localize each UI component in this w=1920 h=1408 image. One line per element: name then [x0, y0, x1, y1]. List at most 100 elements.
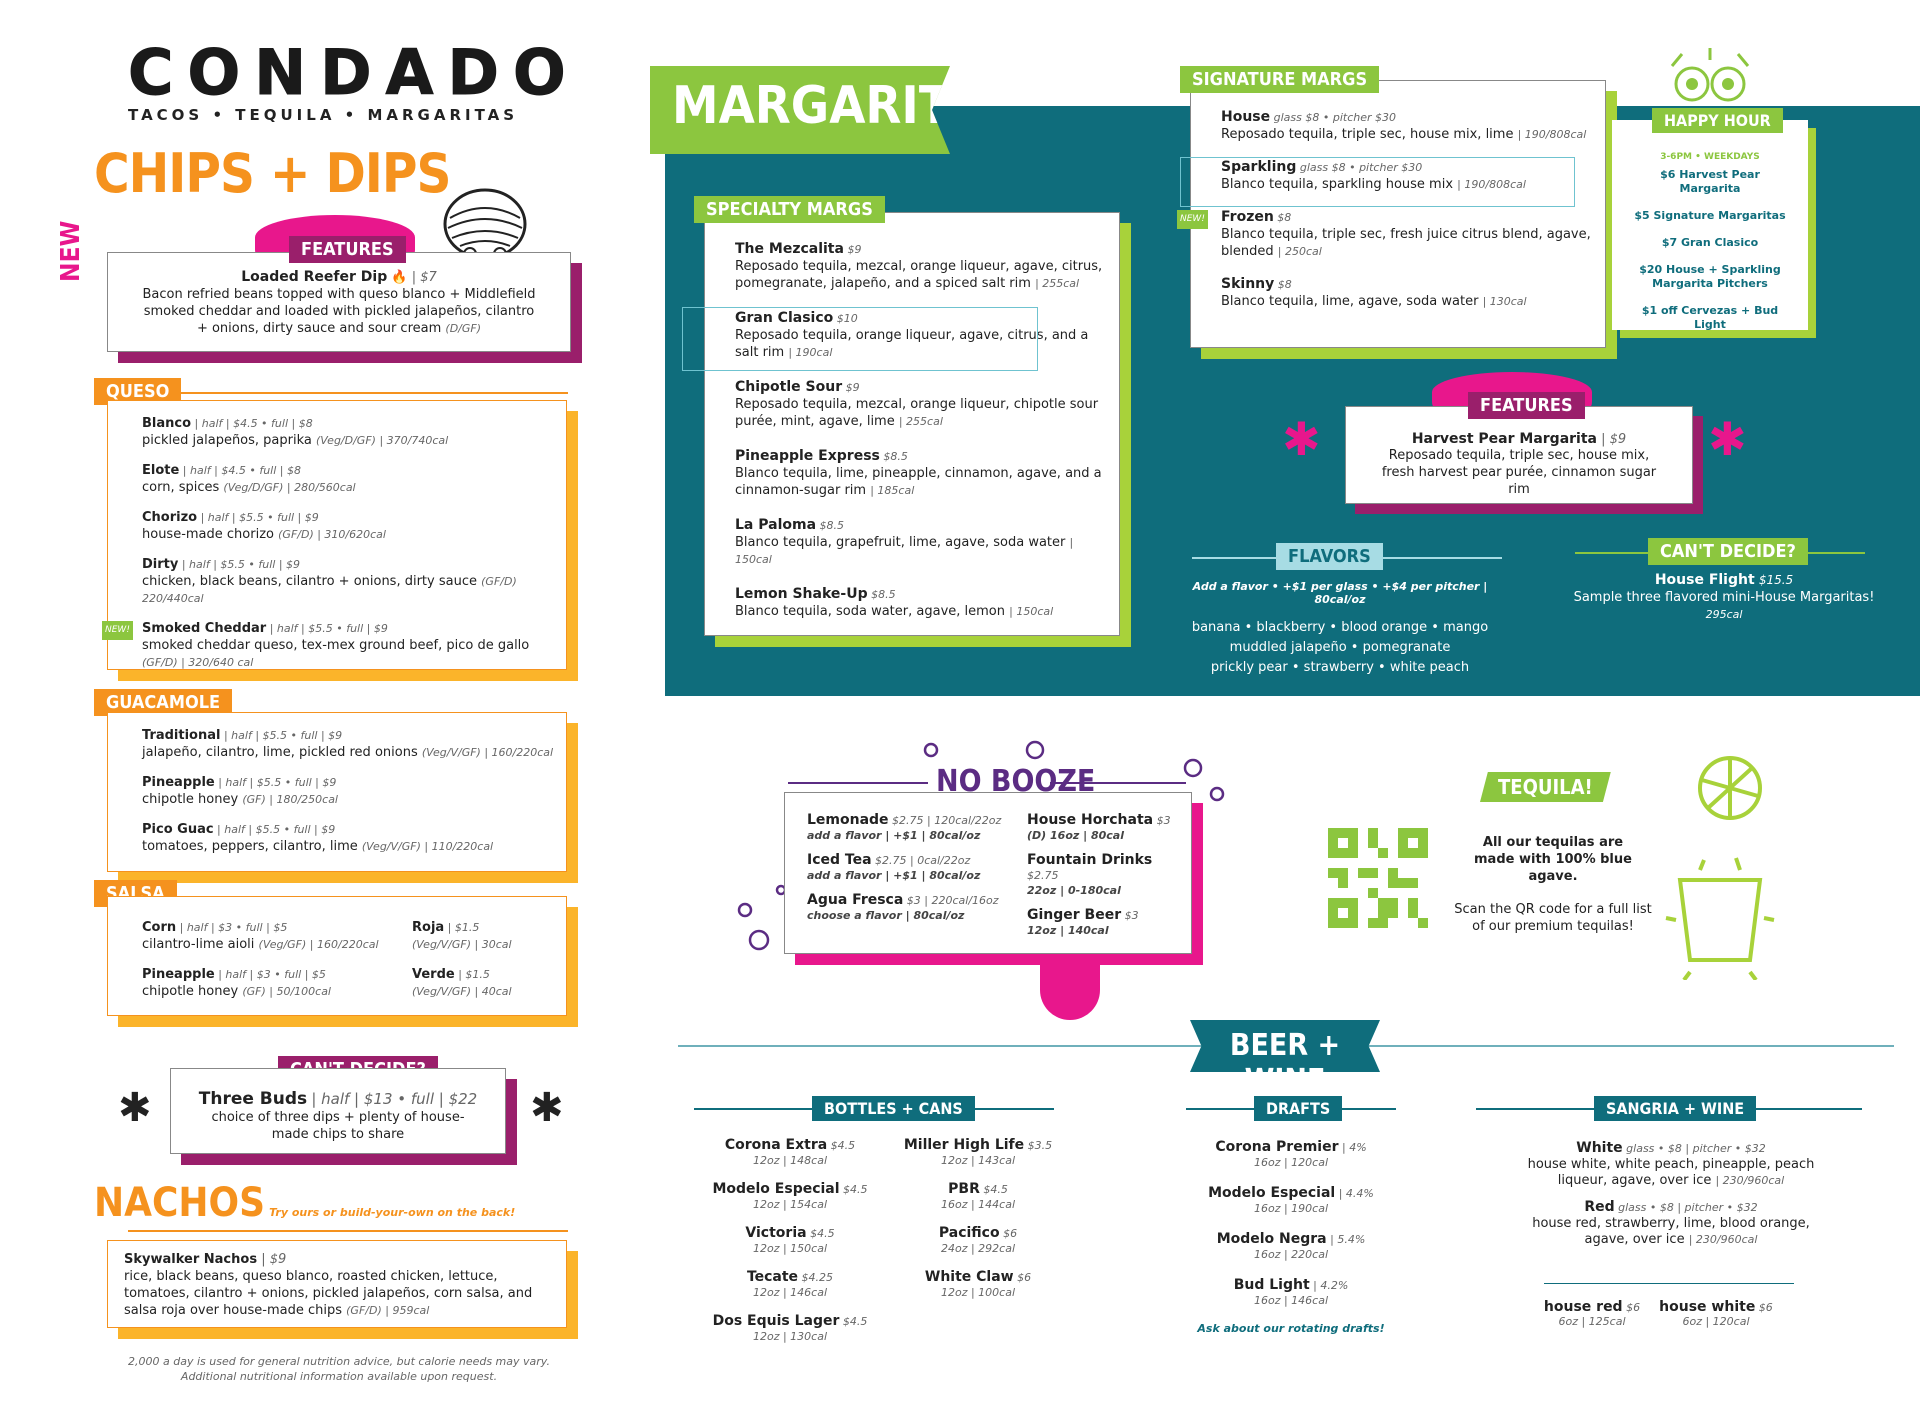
no-booze-price: $2.75 | 0cal/22oz	[871, 854, 971, 867]
queso-divider	[128, 392, 568, 394]
beer-name: Modelo Especial	[1208, 1185, 1336, 1201]
beer-sub: 12oz | 100cal	[940, 1286, 1016, 1299]
marg-price: glass $8 • pitcher $30	[1270, 111, 1397, 124]
marg-name: La Paloma	[735, 517, 817, 533]
salsa-side-item: Roja | $1.5(Veg/V/GF) | 30cal	[412, 919, 552, 953]
marg-name: Sparkling	[1221, 159, 1297, 175]
beer-sub: 16oz | 220cal	[1253, 1248, 1329, 1261]
wine-price: $6	[1755, 1301, 1773, 1314]
marg-price: $10	[833, 312, 858, 325]
dip-desc: chipotle honey	[142, 792, 243, 807]
signature-label: SIGNATURE MARGS	[1180, 66, 1380, 93]
beer-name: Modelo Negra	[1216, 1231, 1327, 1247]
happy-hour-label: HAPPY HOUR	[1652, 108, 1783, 133]
guac-list: Traditional | half | $5.5 • full | $9 jal…	[142, 727, 566, 855]
marg-price: $8	[1274, 278, 1292, 291]
marg-name: Chipotle Sour	[735, 379, 843, 395]
happy-hour-time: 3-6PM • WEEKDAYS	[1660, 152, 1760, 162]
beer-price: $6	[1013, 1271, 1032, 1284]
wine-price: $6	[1622, 1301, 1641, 1314]
dip-meta: (GF/D) | 320/640 cal	[142, 656, 254, 669]
dip-name: Traditional	[142, 728, 221, 743]
no-booze-item: House Horchata $3(D) 16oz | 80cal	[1027, 813, 1187, 843]
flavors-block: Add a flavor • +$1 per glass • +$4 per p…	[1180, 580, 1500, 678]
dip-desc: house-made chorizo	[142, 527, 279, 542]
no-booze-name: Fountain Drinks	[1027, 852, 1153, 868]
dip-desc: corn, spices	[142, 480, 224, 495]
harvest-pear-price: | $9	[1601, 432, 1627, 447]
beer-name: Pacifico	[938, 1225, 1000, 1241]
no-booze-sub: add a flavor | +$1 | 80cal/oz	[807, 869, 981, 882]
beer-price: | 4.2%	[1309, 1279, 1349, 1292]
guac-label: GUACAMOLE	[94, 689, 233, 716]
marg-name: Frozen	[1221, 209, 1274, 225]
nachos-meta: (GF/D) | 959cal	[346, 1304, 430, 1317]
reefer-dip-desc-text: Bacon refried beans topped with queso bl…	[142, 287, 536, 336]
dip-name: Pineapple	[142, 967, 215, 982]
dip-desc: jalapeño, cilantro, lime, pickled red on…	[142, 745, 422, 760]
flavor-line: prickly pear • strawberry • white peach	[1210, 660, 1470, 675]
marg-cal: | 150cal	[1009, 605, 1054, 618]
marg-desc: Reposado tequila, orange liqueur, agave,…	[735, 328, 1089, 360]
marg-name: House	[1221, 109, 1271, 125]
happy-hour-list: $6 Harvest Pear Margarita$5 Signature Ma…	[1612, 168, 1808, 332]
dip-desc: chipotle honey	[142, 984, 243, 999]
beer-item: Corona Premier | 4%16oz | 120cal	[1186, 1140, 1396, 1170]
dip-sizes: | half | $5.5 • full | $9	[220, 729, 343, 742]
marg-cal: | 185cal	[870, 484, 915, 497]
marg-price: glass $8 • pitcher $30	[1296, 161, 1423, 174]
happy-hour-card: 3-6PM • WEEKDAYS $6 Harvest Pear Margari…	[1612, 120, 1808, 332]
nachos-desc: rice, black beans, queso blanco, roasted…	[124, 1269, 533, 1318]
marg-desc: Blanco tequila, grapefruit, lime, agave,…	[735, 535, 1070, 550]
wine-name: house red	[1543, 1299, 1623, 1315]
beer-name: Tecate	[746, 1269, 799, 1285]
dip-sizes: | half | $4.5 • full | $8	[191, 417, 313, 430]
reefer-dip-desc: Bacon refried beans topped with queso bl…	[108, 286, 570, 337]
harvest-pear-card: Harvest Pear Margarita | $9 Reposado teq…	[1345, 406, 1693, 504]
dip-sizes: | half | $4.5 • full | $8	[179, 464, 301, 477]
marg-desc: Blanco tequila, lime, pineapple, cinnamo…	[735, 466, 1102, 498]
happy-hour-item: $5 Signature Margaritas	[1634, 209, 1786, 222]
dip-meta: (Veg/D/GF) | 370/740cal	[316, 434, 449, 447]
brand-tagline: TACOS • TEQUILA • MARGARITAS	[128, 106, 519, 124]
beer-price: $6	[999, 1227, 1018, 1240]
beer-name: Victoria	[745, 1225, 807, 1241]
marg-name: Gran Clasico	[735, 310, 834, 326]
sangria-cal: | 230/960cal	[1715, 1174, 1785, 1187]
no-booze-sub: add a flavor | +$1 | 80cal/oz	[807, 829, 981, 842]
features-label: FEATURES	[289, 236, 406, 263]
salsa-side-item: Verde | $1.5(Veg/V/GF) | 40cal	[412, 966, 552, 1000]
qr-code[interactable]	[1328, 828, 1428, 928]
burst-left-icon: ✱	[118, 1085, 152, 1131]
reefer-dip-name: Loaded Reefer Dip	[241, 269, 388, 285]
features-label-marg: FEATURES	[1468, 392, 1585, 419]
happy-hour-item: $1 off Cervezas + Bud Light	[1641, 304, 1779, 331]
nutrition-footnote: 2,000 a day is used for general nutritio…	[94, 1354, 584, 1384]
house-flight-desc: Sample three flavored mini-House Margari…	[1573, 590, 1875, 605]
dip-name: Pico Guac	[142, 822, 214, 837]
margarita-glass-illustration	[1660, 750, 1780, 982]
margaritas-banner: MARGARITAS	[650, 66, 950, 154]
marg-cal: | 190/808cal	[1517, 128, 1587, 141]
dip-name: Chorizo	[142, 510, 198, 525]
beer-sub: 16oz | 190cal	[1253, 1202, 1329, 1215]
beer-price: $4.5	[839, 1315, 868, 1328]
dip-name: Dirty	[142, 557, 179, 572]
beer-sub: 16oz | 146cal	[1253, 1294, 1329, 1307]
footnote-line-2: Additional nutritional information avail…	[180, 1370, 498, 1383]
new-vertical-tag: NEW	[56, 220, 86, 282]
